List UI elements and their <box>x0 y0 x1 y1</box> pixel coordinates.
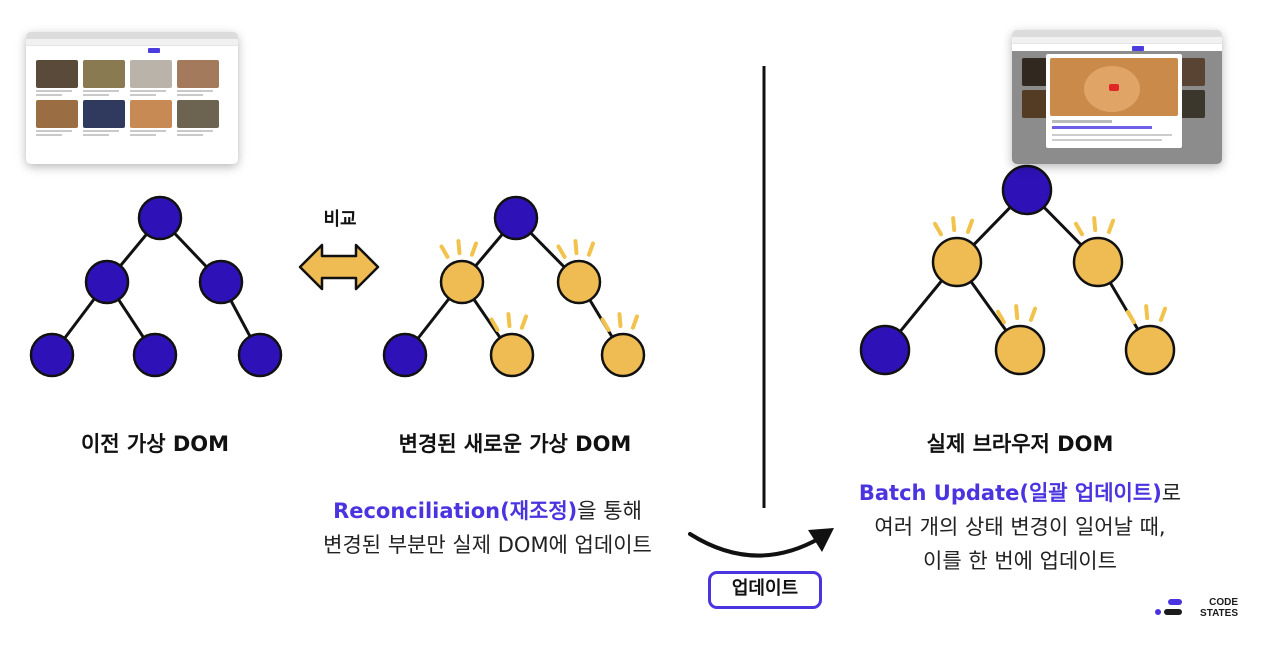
video-play-icon <box>1109 84 1119 91</box>
update-badge: 업데이트 <box>708 571 822 609</box>
compare-label: 비교 <box>323 209 357 230</box>
batch-update-line-2: 여러 개의 상태 변경이 일어날 때, <box>874 515 1166 539</box>
new-tree-change-spark <box>439 239 479 259</box>
previous-tree-node <box>132 332 178 378</box>
video-thumbnail-icon <box>36 60 78 88</box>
batch-update-line-3: 이를 한 번에 업데이트 <box>923 549 1117 573</box>
new-tree-node <box>382 332 428 378</box>
reconciliation-description: Reconciliation(재조정)을 통해 변경된 부분만 실제 DOM에 … <box>285 494 690 562</box>
new-tree-node <box>493 195 539 241</box>
video-thumbnail-icon <box>177 60 219 88</box>
video-thumbnail-icon <box>36 100 78 128</box>
video-modal <box>1046 54 1182 148</box>
logo-line-2: STATES <box>1200 608 1238 619</box>
video-thumbnail-icon <box>130 60 172 88</box>
new-tree-changed-node <box>489 332 535 378</box>
browser-tree-changed-node <box>1124 324 1176 376</box>
browser-window-icon <box>1012 30 1222 37</box>
browser-window-icon <box>26 32 238 39</box>
previous-tree-node <box>84 259 130 305</box>
browser-tree-changed-node <box>931 236 983 288</box>
video-thumbnail-icon <box>83 60 125 88</box>
previous-virtual-dom-label: 이전 가상 DOM <box>80 432 230 456</box>
batch-update-highlight: Batch Update(일괄 업데이트) <box>858 481 1162 505</box>
previous-tree-node <box>198 259 244 305</box>
real-browser-dom-label: 실제 브라우저 DOM <box>926 432 1114 456</box>
after-screenshot <box>1012 30 1222 164</box>
video-thumbnail-icon <box>177 100 219 128</box>
previous-tree-node <box>137 195 183 241</box>
video-thumbnail-grid <box>36 60 219 136</box>
browser-tree-change-spark <box>996 304 1038 325</box>
new-tree-change-spark <box>556 239 596 259</box>
code-states-logo: CODE STATES <box>1152 596 1242 620</box>
browser-tree-node <box>859 324 911 376</box>
update-arrow <box>688 532 822 558</box>
browser-tree-changed-node <box>994 324 1046 376</box>
new-tree-change-spark <box>600 312 640 332</box>
video-thumbnail-icon <box>83 100 125 128</box>
before-screenshot <box>26 32 238 164</box>
compare-double-arrow-icon <box>298 243 380 291</box>
new-tree-changed-node <box>556 259 602 305</box>
previous-tree-node <box>29 332 75 378</box>
batch-update-suffix: 로 <box>1161 481 1182 505</box>
reconciliation-line-2: 변경된 부분만 실제 DOM에 업데이트 <box>323 533 652 557</box>
browser-tree-change-spark <box>933 216 975 237</box>
previous-tree-node <box>237 332 283 378</box>
video-thumbnail-icon <box>130 100 172 128</box>
browser-tree-node <box>1001 164 1053 216</box>
new-tree-change-spark <box>489 312 529 332</box>
batch-update-description: Batch Update(일괄 업데이트)로 여러 개의 상태 변경이 일어날 … <box>830 476 1210 578</box>
browser-tree-change-spark <box>1074 216 1116 237</box>
browser-tree-changed-node <box>1072 236 1124 288</box>
browser-tree-change-spark <box>1126 304 1168 325</box>
reconciliation-highlight: Reconciliation(재조정) <box>333 499 578 523</box>
new-virtual-dom-label: 변경된 새로운 가상 DOM <box>398 432 632 456</box>
update-arrow-head-icon <box>808 528 834 552</box>
new-tree-changed-node <box>600 332 646 378</box>
new-tree-changed-node <box>439 259 485 305</box>
logo-line-1: CODE <box>1209 597 1238 608</box>
reconciliation-suffix: 을 통해 <box>577 499 642 523</box>
